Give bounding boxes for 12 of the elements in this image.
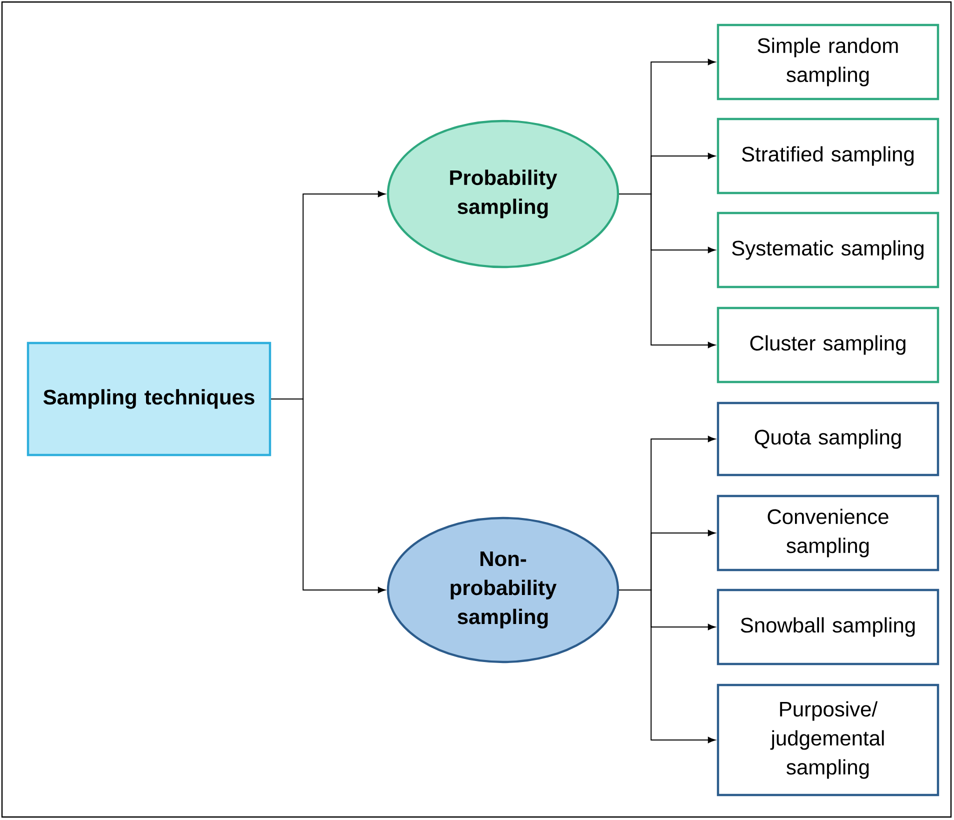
arrow — [270, 398, 386, 594]
technique-box: Snowball sampling — [716, 588, 940, 666]
technique-box: Simple random sampling — [716, 24, 940, 100]
technique-box: Purposive/ judgemental sampling — [716, 684, 940, 796]
arrow — [618, 194, 716, 348]
arrow — [618, 590, 716, 744]
technique-box: Convenience sampling — [716, 494, 940, 572]
technique-box: Stratified sampling — [716, 118, 940, 194]
technique-box: Cluster sampling — [716, 306, 940, 384]
root-box: Sampling techniques — [26, 342, 272, 456]
technique-box: Systematic sampling — [716, 212, 940, 288]
technique-box: Quota sampling — [716, 402, 940, 476]
